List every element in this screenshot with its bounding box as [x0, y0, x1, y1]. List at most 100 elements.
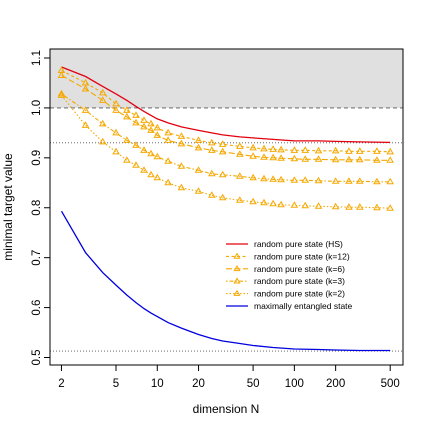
data-point-3-21 [314, 176, 323, 184]
data-point-1-18 [277, 145, 285, 153]
series-line-4 [61, 95, 391, 209]
x-axis-label: dimension N [193, 402, 260, 416]
data-point-2-16 [260, 153, 268, 160]
series-line-1 [61, 70, 391, 153]
data-point-3-13 [218, 170, 227, 178]
series-line-3 [61, 93, 391, 183]
data-point-2-5 [132, 118, 140, 126]
data-point-2-12 [208, 146, 216, 153]
data-point-4-2 [98, 137, 107, 145]
data-point-1-4 [123, 106, 131, 113]
data-point-3-14 [236, 172, 244, 179]
data-point-3-9 [164, 157, 172, 164]
data-point-4-20 [301, 201, 310, 209]
data-point-3-4 [123, 136, 131, 143]
data-point-1-12 [208, 138, 216, 146]
data-point-2-23 [345, 155, 353, 163]
data-point-3-24 [355, 177, 364, 184]
data-point-4-0 [57, 91, 66, 98]
legend-label-3: random pure state (k=3) [254, 276, 345, 286]
data-point-2-3 [112, 106, 120, 113]
data-point-1-21 [314, 146, 323, 154]
data-point-3-0 [57, 89, 66, 97]
data-point-2-21 [314, 155, 323, 162]
data-point-4-21 [314, 202, 323, 209]
data-point-4-6 [140, 166, 148, 173]
x-tick-label-6: 200 [326, 378, 345, 390]
data-point-3-10 [177, 162, 186, 169]
y-axis-ticks: 0.50.60.70.80.91.01.1 [31, 50, 51, 366]
data-point-2-20 [301, 155, 310, 162]
legend-label-4: random pure state (k=2) [254, 289, 345, 299]
data-point-4-16 [260, 198, 268, 206]
data-point-2-24 [355, 155, 364, 163]
data-point-4-19 [290, 201, 299, 208]
reference-lines [50, 107, 403, 352]
y-tick-label-1: 0.6 [31, 300, 43, 316]
legend-label-1: random pure state (k=12) [254, 251, 350, 261]
data-point-3-26 [386, 177, 394, 185]
data-point-4-14 [236, 196, 244, 203]
data-point-4-11 [194, 187, 203, 194]
data-point-4-8 [153, 173, 162, 181]
data-point-2-10 [177, 139, 186, 147]
plot-background [50, 49, 403, 108]
data-point-1-19 [290, 146, 299, 153]
data-point-3-17 [269, 175, 277, 182]
data-point-4-7 [147, 170, 155, 178]
legend-marker-4 [233, 289, 241, 296]
data-point-3-2 [98, 119, 107, 127]
data-point-1-5 [132, 111, 140, 118]
x-tick-label-2: 10 [151, 378, 164, 390]
data-point-3-18 [277, 175, 285, 183]
data-point-4-22 [331, 202, 340, 210]
data-point-2-15 [249, 152, 257, 159]
data-point-1-26 [386, 147, 394, 155]
data-point-3-15 [249, 173, 257, 181]
data-point-1-25 [373, 147, 381, 154]
y-tick-label-4: 0.9 [31, 150, 43, 166]
data-point-2-22 [331, 155, 340, 163]
data-point-1-16 [260, 144, 268, 152]
legend-label-2: random pure state (k=6) [254, 264, 345, 274]
data-point-2-8 [153, 131, 162, 138]
data-point-4-17 [269, 199, 277, 207]
data-point-4-10 [177, 183, 186, 191]
data-point-1-9 [164, 128, 172, 136]
data-point-2-7 [147, 126, 155, 133]
data-point-2-11 [194, 143, 203, 151]
data-point-3-11 [194, 166, 203, 173]
legend: random pure state (HS) random pure state … [226, 239, 353, 311]
x-tick-label-3: 20 [192, 378, 205, 390]
data-point-2-18 [277, 154, 285, 161]
data-point-3-16 [260, 174, 268, 182]
data-point-3-12 [208, 169, 216, 177]
data-point-1-14 [236, 142, 244, 149]
x-tick-label-1: 5 [113, 378, 119, 390]
data-point-1-3 [112, 99, 120, 107]
data-point-3-1 [81, 106, 90, 113]
data-point-1-13 [218, 140, 227, 147]
data-point-2-1 [81, 84, 90, 92]
y-tick-label-3: 0.8 [31, 200, 43, 216]
legend-label-0: random pure state (HS) [254, 239, 343, 249]
data-point-4-26 [386, 204, 394, 211]
data-point-3-22 [331, 177, 340, 184]
data-point-1-23 [345, 147, 353, 154]
data-point-1-2 [98, 88, 107, 96]
data-point-1-17 [269, 145, 277, 152]
data-point-2-19 [290, 154, 299, 162]
legend-marker-1 [233, 252, 241, 259]
series-line-0 [61, 66, 391, 144]
data-point-4-13 [218, 193, 227, 201]
data-point-4-18 [277, 200, 285, 208]
data-point-2-14 [236, 150, 244, 157]
y-tick-label-0: 0.5 [31, 350, 43, 366]
x-tick-label-7: 500 [381, 378, 400, 390]
data-point-3-23 [345, 177, 353, 184]
data-point-4-5 [132, 161, 140, 168]
data-point-1-11 [194, 136, 203, 143]
data-point-2-26 [386, 156, 394, 163]
legend-label-5: maximally entangled state [254, 301, 353, 311]
